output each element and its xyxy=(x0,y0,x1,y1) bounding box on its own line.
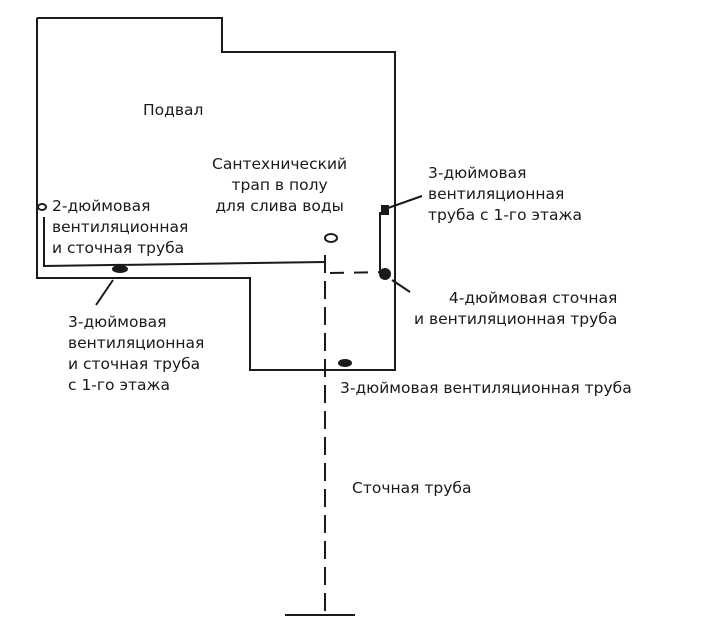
label-basement: Подвал xyxy=(143,101,204,119)
floor-drain-icon xyxy=(324,233,338,243)
leader-4in xyxy=(391,279,411,293)
drain-4in-dot xyxy=(379,268,391,280)
vent-3in-left-dot xyxy=(112,265,128,273)
label-line: 2-дюймовая xyxy=(52,197,151,215)
label-line: 3-дюймовая xyxy=(428,164,527,182)
vent-2in-dot xyxy=(37,203,47,211)
label-line: Сантехнический xyxy=(212,155,348,173)
label-line: для слива воды xyxy=(215,197,344,215)
label-line: и сточная труба xyxy=(68,355,201,373)
label-line: 3-дюймовая xyxy=(68,313,167,331)
label-line: труба с 1-го этажа xyxy=(428,206,582,224)
label-vent-3in-right: 3-дюймовая вентиляционная труба с 1-го э… xyxy=(428,163,582,226)
label-line: вентиляционная xyxy=(52,218,189,236)
label-sewer: Сточная труба xyxy=(352,479,472,497)
label-line: 4-дюймовая сточная xyxy=(448,289,618,307)
label-line: с 1-го этажа xyxy=(68,376,170,394)
label-line: и сточная труба xyxy=(52,239,185,257)
label-vent-3in: 3-дюймовая вентиляционная труба xyxy=(340,379,632,397)
label-line: вентиляционная xyxy=(428,185,565,203)
label-vent-3in-left: 3-дюймовая вентиляционная и сточная труб… xyxy=(68,312,204,396)
label-vent-2in: 2-дюймовая вентиляционная и сточная труб… xyxy=(52,196,188,259)
label-floor-drain: Сантехнический трап в полу для слива вод… xyxy=(212,154,347,217)
label-line: вентиляционная xyxy=(68,334,205,352)
leader-3in-left xyxy=(95,279,114,306)
vent-2in-pipe xyxy=(43,217,326,268)
vent-3in-dot xyxy=(381,205,389,215)
basement-wall xyxy=(36,17,396,371)
label-line: и вентиляционная труба xyxy=(414,310,618,328)
label-drain-4in: 4-дюймовая сточная и вентиляционная труб… xyxy=(414,288,617,330)
vent-3in-dot-bottom xyxy=(338,359,352,367)
leader-3in-right xyxy=(387,195,423,209)
label-line: трап в полу xyxy=(231,176,328,194)
